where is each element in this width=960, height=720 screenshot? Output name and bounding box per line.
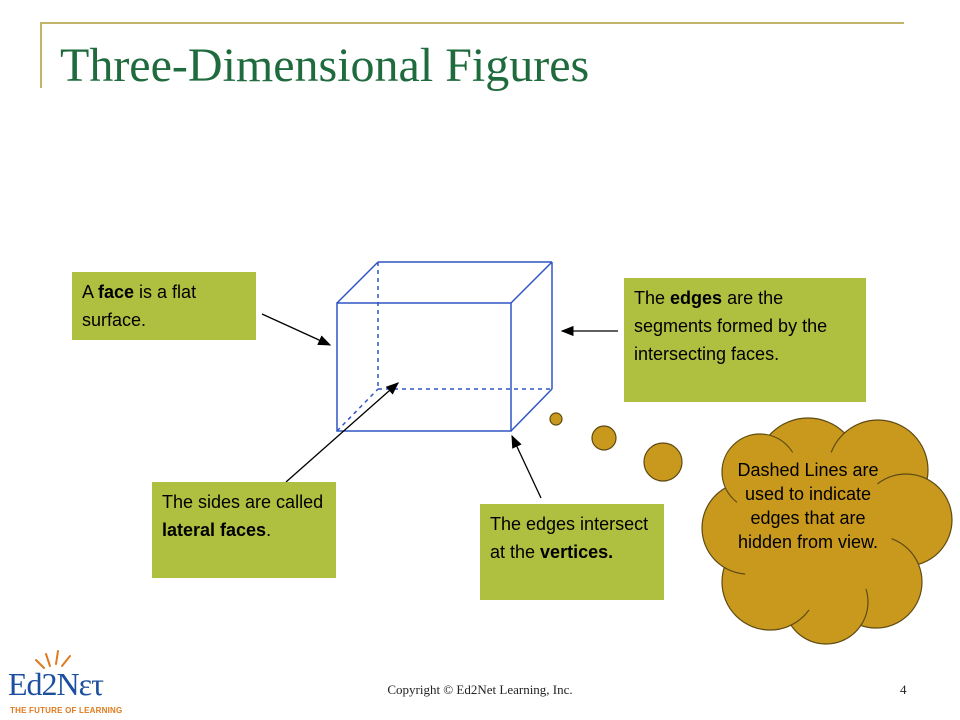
vertices-arrow bbox=[511, 434, 542, 499]
lateral-faces-callout: The sides are called lateral faces. bbox=[152, 482, 336, 578]
vertices-callout-pre: The edges intersect at the bbox=[490, 514, 649, 562]
page-number: 4 bbox=[900, 682, 907, 697]
face-callout-post: is a flat surface. bbox=[82, 282, 197, 330]
edges-callout-pre: The bbox=[634, 288, 671, 308]
cube-top-left-edge bbox=[336, 261, 379, 304]
lateral-arrow bbox=[285, 382, 399, 483]
edges-callout-post: are the segments formed by the intersect… bbox=[634, 288, 828, 364]
cube-hidden-diagonal-edge bbox=[336, 388, 379, 432]
vertices-callout-bold: vertices. bbox=[540, 542, 614, 562]
thought-bubble-medium bbox=[591, 425, 617, 451]
ed2net-logo-icon bbox=[35, 650, 71, 669]
slide-title: Three-Dimensional Figures bbox=[60, 39, 590, 92]
logo-tagline: THE FUTURE OF LEARNING bbox=[10, 706, 123, 715]
thought-cloud-text: Dashed Lines are used to indicate edges … bbox=[737, 460, 879, 552]
vertices-callout: The edges intersect at the vertices. bbox=[480, 504, 664, 600]
cube-bottom-right-edge bbox=[510, 388, 553, 432]
frame-left-rule bbox=[40, 22, 42, 88]
face-callout-bold: face bbox=[98, 282, 135, 302]
logo-wordmark: Ed2Nετ bbox=[8, 666, 104, 702]
edges-callout-bold: edges bbox=[670, 288, 723, 308]
cube bbox=[336, 261, 553, 432]
thought-bubble-large bbox=[643, 442, 683, 482]
lateral-callout-bold: lateral faces bbox=[162, 520, 267, 540]
cube-top-right-edge bbox=[510, 261, 553, 304]
edges-callout: The edges are the segments formed by the… bbox=[624, 278, 866, 402]
face-callout: A face is a flat surface. bbox=[72, 272, 256, 340]
face-callout-pre: A bbox=[82, 282, 99, 302]
face-arrow bbox=[261, 313, 332, 346]
lateral-callout-post: . bbox=[266, 520, 272, 540]
copyright-footer: Copyright © Ed2Net Learning, Inc. bbox=[387, 682, 573, 697]
cube-front-face bbox=[336, 302, 512, 432]
frame-top-rule bbox=[40, 22, 904, 24]
lateral-callout-pre: The sides are called bbox=[162, 492, 324, 512]
thought-bubble-small bbox=[549, 412, 563, 426]
